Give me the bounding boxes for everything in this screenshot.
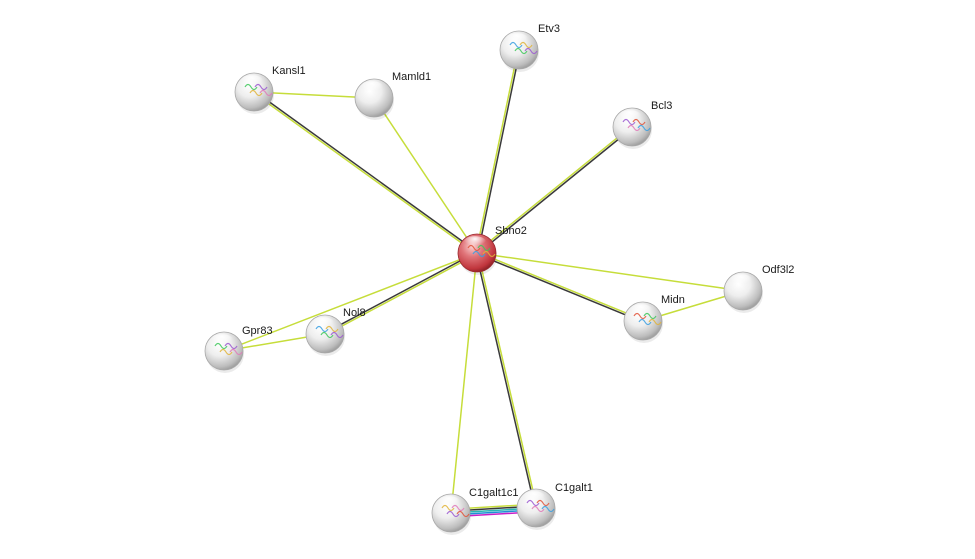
- node-etv3[interactable]: Etv3: [499, 23, 560, 72]
- node-sbno2[interactable]: Sbno2: [457, 225, 527, 275]
- node-label: Gpr83: [242, 325, 273, 337]
- node-label: C1galt1c1: [469, 487, 519, 499]
- node-label: Etv3: [538, 23, 560, 35]
- edge-sbno2-gpr83[interactable]: [223, 252, 478, 352]
- node-label: Odf3l2: [762, 264, 794, 276]
- edge-channel-textmining: [253, 92, 477, 255]
- edge-channel-textmining: [373, 97, 478, 254]
- edge-sbno2-kansl1[interactable]: [253, 90, 478, 255]
- edge-channel-textmining: [223, 252, 478, 352]
- edge-sbno2-nol8[interactable]: [324, 251, 478, 336]
- node-label: C1galt1: [555, 482, 593, 494]
- node-c1galt1c1[interactable]: C1galt1c1: [431, 487, 519, 535]
- edge-sbno2-etv3[interactable]: [475, 49, 521, 254]
- node-c1galt1[interactable]: C1galt1: [516, 482, 593, 530]
- node-midn[interactable]: Midn: [623, 294, 685, 343]
- edges-layer: [223, 49, 744, 518]
- node-label: Midn: [661, 294, 685, 306]
- edge-sbno2-midn[interactable]: [476, 251, 644, 323]
- node-gpr83[interactable]: Gpr83: [204, 325, 273, 373]
- node-odf3l2[interactable]: Odf3l2: [723, 264, 794, 313]
- edge-channel-coexpression: [254, 90, 478, 253]
- edge-sbno2-c1galt1[interactable]: [475, 252, 538, 509]
- edge-sbno2-c1galt1c1[interactable]: [450, 252, 478, 514]
- node-gloss: [240, 75, 264, 89]
- node-gloss: [522, 491, 546, 505]
- node-gloss: [729, 274, 753, 288]
- edge-channel-textmining: [450, 252, 478, 514]
- edge-sbno2-bcl3[interactable]: [475, 125, 634, 255]
- edge-channel-coexpression: [476, 253, 643, 323]
- edge-kansl1-mamld1[interactable]: [253, 91, 375, 99]
- node-gloss: [505, 33, 529, 47]
- node-gloss: [618, 110, 642, 124]
- node-gloss: [437, 496, 461, 510]
- edge-sbno2-mamld1[interactable]: [373, 97, 478, 254]
- node-label: Nol8: [343, 307, 366, 319]
- node-gloss: [629, 304, 653, 318]
- node-gloss: [463, 236, 487, 250]
- edge-channel-textmining: [477, 251, 644, 321]
- edge-channel-textmining: [325, 253, 478, 336]
- node-label: Mamld1: [392, 71, 431, 83]
- edge-channel-textmining: [253, 91, 375, 99]
- node-gloss: [210, 334, 234, 348]
- node-label: Kansl1: [272, 65, 306, 77]
- edge-channel-textmining: [475, 125, 632, 253]
- edge-channel-coexpression: [475, 253, 536, 509]
- edge-channel-coexpression: [477, 127, 634, 255]
- node-gloss: [360, 81, 384, 95]
- node-kansl1[interactable]: Kansl1: [234, 65, 306, 114]
- edge-channel-textmining: [476, 252, 744, 292]
- node-label: Sbno2: [495, 225, 527, 237]
- node-nol8[interactable]: Nol8: [305, 307, 366, 356]
- node-gloss: [311, 317, 335, 331]
- edge-sbno2-odf3l2[interactable]: [476, 252, 744, 292]
- edge-channel-textmining: [477, 252, 538, 508]
- edge-channel-coexpression: [477, 50, 521, 254]
- node-bcl3[interactable]: Bcl3: [612, 100, 672, 149]
- edge-channel-coexpression: [324, 251, 477, 334]
- edge-channel-textmining: [475, 49, 519, 253]
- node-mamld1[interactable]: Mamld1: [354, 71, 431, 120]
- node-label: Bcl3: [651, 100, 672, 112]
